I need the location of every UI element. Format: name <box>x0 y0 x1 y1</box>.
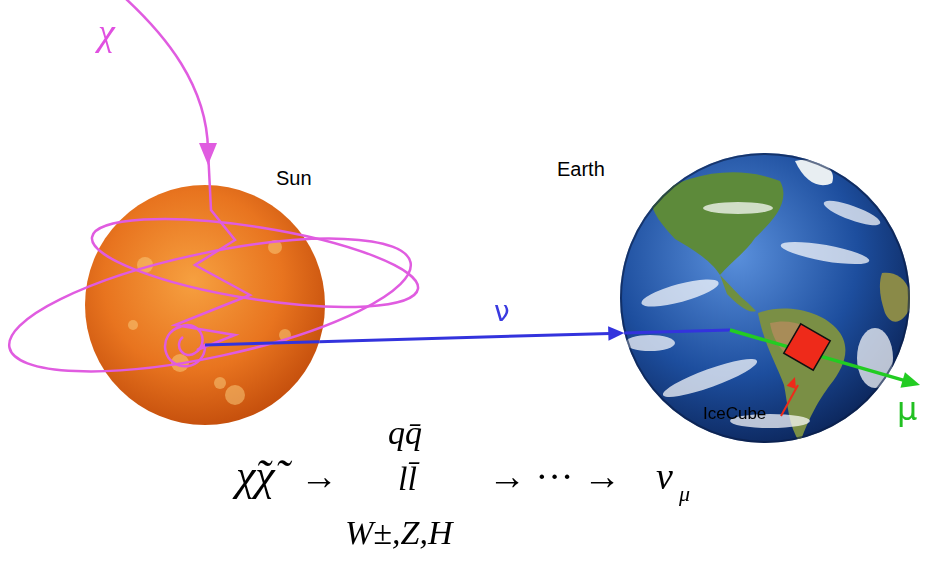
wimp-orbits <box>0 0 424 398</box>
shape-circle <box>128 320 138 330</box>
sun-node: Sun <box>85 185 325 425</box>
formula-lepton-channel: ll̄ <box>398 460 417 497</box>
neutrino-origin-line <box>205 342 319 345</box>
shape-ellipse <box>0 212 421 399</box>
formula-boson-channel: W±,Z,H <box>345 514 452 551</box>
shape-ellipse <box>639 274 721 312</box>
formula-neutrino: ν <box>656 456 673 498</box>
arrowhead <box>608 326 624 340</box>
node-label: Sun <box>276 167 312 190</box>
shape-ellipse <box>660 352 760 403</box>
sun-node-drawing <box>85 185 325 425</box>
shape-ellipse <box>857 328 893 388</box>
earth-node-drawing <box>620 153 910 443</box>
shape-path <box>125 0 250 366</box>
formula-subscript: μ <box>679 482 690 506</box>
formula-arrow: → <box>300 456 338 498</box>
node-label: Earth <box>557 158 605 181</box>
detector-pointer <box>781 385 798 416</box>
formula-quark-channel: qq̄ <box>388 414 422 451</box>
neutrino-in-earth-line <box>624 330 730 333</box>
earth-node: Earth <box>620 153 910 443</box>
icecube-detector <box>784 324 830 370</box>
neutrino-line <box>319 333 610 341</box>
shape-ellipse <box>625 335 675 351</box>
shape-circle <box>225 385 245 405</box>
muon-arrowhead <box>900 372 920 388</box>
shape-ellipse <box>779 237 870 268</box>
wimp-symbol: χ <box>98 12 115 54</box>
formula-chain: → ··· → <box>488 456 621 498</box>
earth-ocean <box>620 153 910 443</box>
central-america <box>720 275 756 312</box>
neutrino-path <box>319 326 624 341</box>
formula-initial-state: χ̃χ̃ <box>236 452 275 500</box>
edge-label: ν <box>494 297 510 328</box>
earth-surface <box>625 160 912 443</box>
wimp-arrowhead <box>199 143 217 165</box>
shape-ellipse <box>703 202 773 214</box>
detector-label: IceCube <box>703 405 766 424</box>
detector-pointer-head <box>787 377 796 389</box>
shape-circle <box>214 377 226 389</box>
shape-ellipse <box>86 202 423 325</box>
shape-ellipse <box>821 196 882 230</box>
clouds <box>625 196 893 428</box>
earth-rim <box>621 154 909 442</box>
muon-symbol: μ <box>897 392 917 427</box>
north-america <box>650 172 783 275</box>
